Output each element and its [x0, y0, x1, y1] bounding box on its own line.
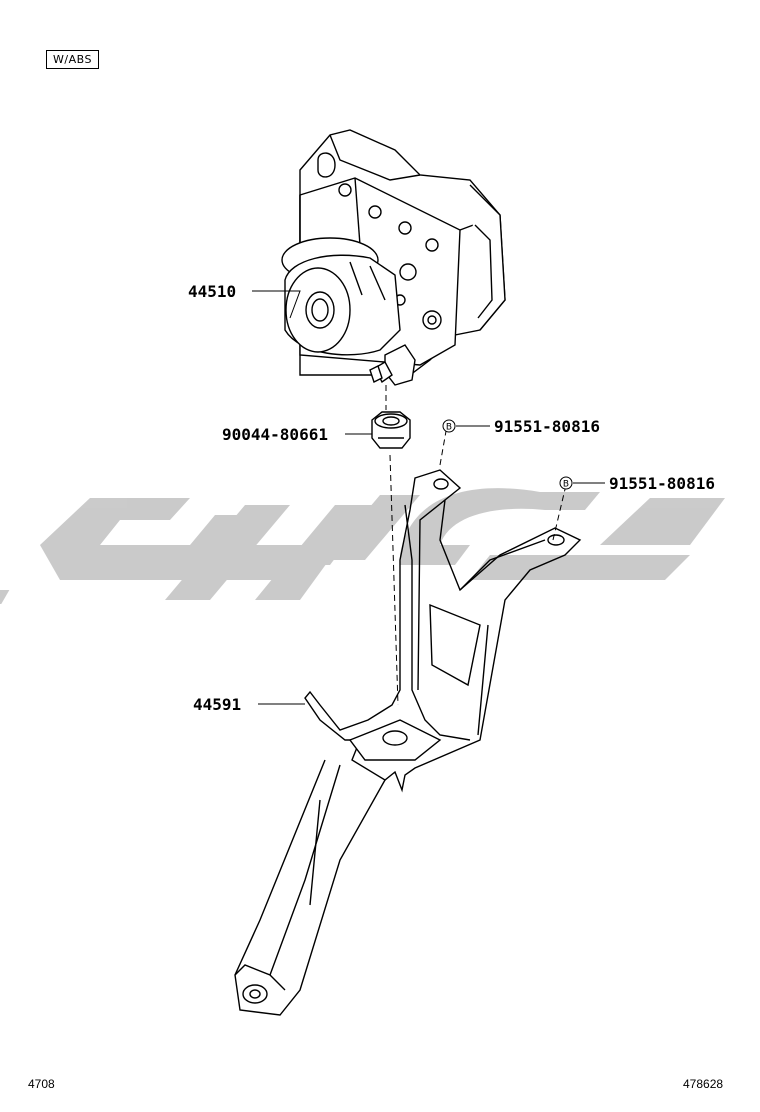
- part-label-grommet[interactable]: 90044-80661: [222, 425, 328, 444]
- abs-actuator-drawing: [281, 129, 506, 386]
- bracket-drawing: [234, 469, 582, 1016]
- part-label-abs-actuator[interactable]: 44510: [188, 282, 237, 301]
- bolt-marker-1: B: [442, 419, 456, 433]
- watermark-logo: [0, 488, 725, 604]
- assembly-guide-lines: [385, 385, 567, 706]
- part-label-bracket[interactable]: 44591: [193, 695, 242, 714]
- leader-lines: [252, 290, 605, 705]
- svg-text:B: B: [446, 423, 452, 433]
- grommet-drawing: [371, 411, 411, 449]
- footer-left-code: 4708: [28, 1077, 55, 1091]
- part-label-bolt-2[interactable]: 91551-80816: [609, 474, 715, 493]
- variant-tag: W/ABS: [46, 50, 99, 69]
- part-label-bolt-1[interactable]: 91551-80816: [494, 417, 600, 436]
- svg-text:B: B: [563, 480, 569, 490]
- bolt-marker-2: B: [559, 476, 573, 490]
- footer-right-code: 478628: [683, 1077, 724, 1091]
